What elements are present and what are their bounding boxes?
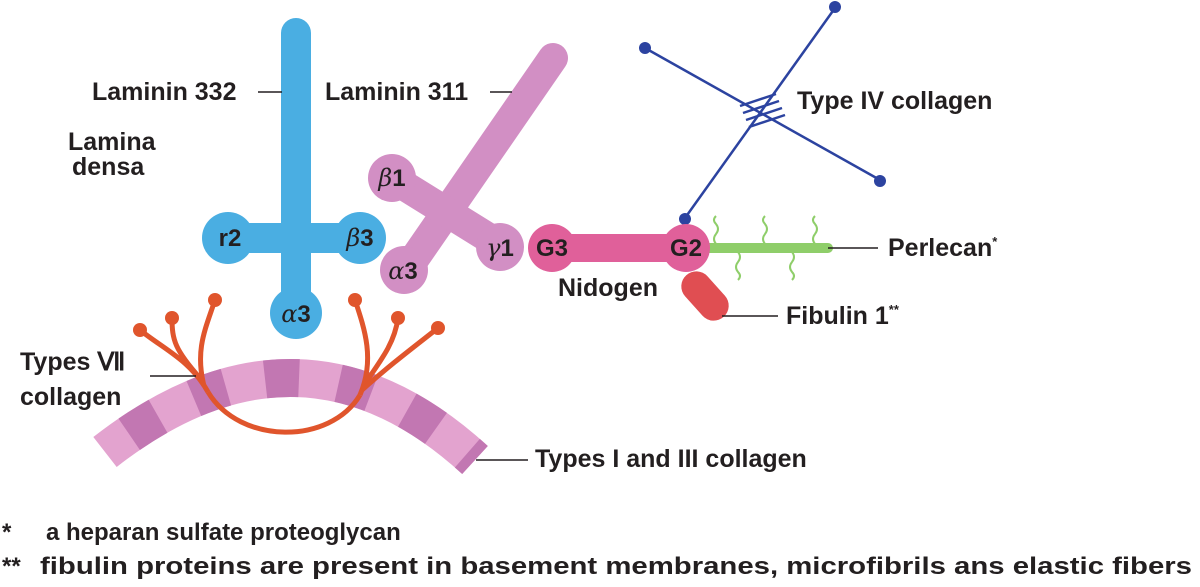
- laminin-332-r2-node: [202, 212, 254, 264]
- label-laminin-332: Laminin 332: [92, 78, 237, 106]
- type-7-collagen-ends: [133, 293, 445, 337]
- node-label-alpha3-332: α3: [281, 300, 311, 328]
- footnote-2-text: fibulin proteins are present in basement…: [40, 553, 1192, 580]
- node-label-alpha3-311: α3: [388, 257, 418, 285]
- laminin-311-beta1-node: [368, 154, 416, 202]
- label-perlecan: Perlecan*: [888, 234, 998, 262]
- node-label-gamma1: γ1: [486, 234, 514, 262]
- laminin-311: [368, 43, 568, 294]
- perlecan: [700, 215, 833, 281]
- node-label-beta3: β3: [345, 224, 373, 252]
- fibulin-1-shape: [681, 271, 729, 321]
- node-label-g3: G3: [536, 235, 568, 262]
- footnote-2-mark: **: [2, 553, 21, 580]
- footnote-1-mark: *: [2, 519, 12, 546]
- laminin-332-beta3-node: [334, 212, 386, 264]
- laminin-311-gamma1-node: [476, 223, 524, 271]
- type-4-collagen: [644, 7, 881, 219]
- laminin-332-alpha3-node: [270, 287, 322, 339]
- laminin-332: [202, 18, 386, 339]
- nidogen-g2-node: [662, 224, 710, 272]
- label-lamina-line2: densa: [72, 153, 145, 181]
- nidogen-g3-node: [528, 224, 576, 272]
- laminin-311-alpha3-node: [380, 246, 428, 294]
- nidogen: [528, 224, 710, 272]
- label-types-7-line2: collagen: [20, 383, 121, 411]
- node-label-g2: G2: [670, 235, 702, 262]
- label-types-7-line1: Types Ⅶ: [20, 348, 125, 376]
- leader-lines: [150, 91, 878, 461]
- label-fibulin-1: Fibulin 1**: [786, 302, 900, 330]
- label-types-1-3-collagen: Types I and III collagen: [535, 445, 807, 473]
- type-4-collagen-ends: [639, 1, 886, 225]
- types-1-3-collagen-fibril: [93, 359, 488, 475]
- label-type-4-collagen: Type IV collagen: [797, 87, 992, 115]
- label-lamina-line1: Lamina: [68, 128, 157, 156]
- label-laminin-311: Laminin 311: [325, 78, 468, 106]
- type-7-collagen: [138, 299, 440, 435]
- label-nidogen: Nidogen: [558, 274, 658, 302]
- node-label-beta1: β1: [377, 164, 405, 192]
- footnote-1-text: a heparan sulfate proteoglycan: [46, 519, 401, 546]
- node-label-r2: r2: [219, 225, 242, 252]
